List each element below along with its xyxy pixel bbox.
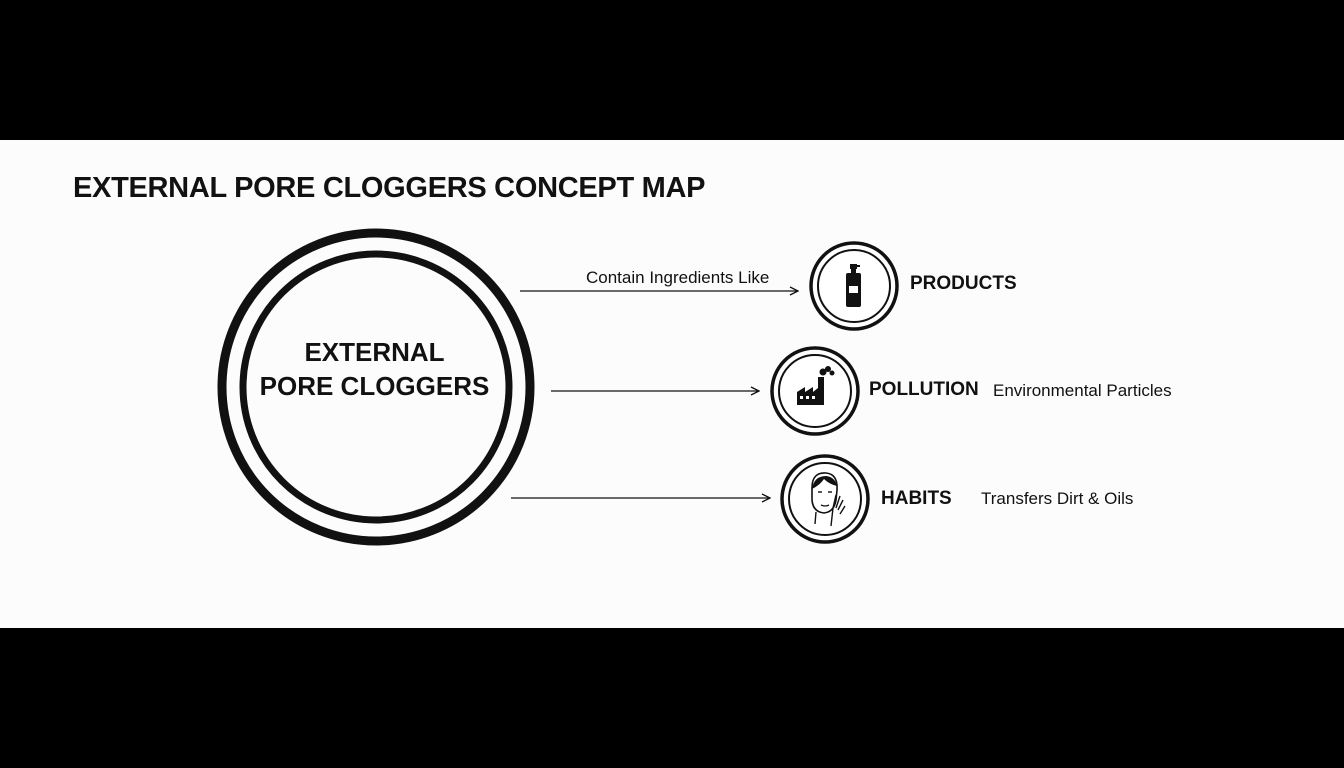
concept-map-diagram — [217, 228, 899, 546]
connector-label-products: Contain Ingredients Like — [586, 268, 770, 287]
pollution-description: Environmental Particles — [993, 381, 1172, 400]
habits-label: HABITS — [881, 488, 952, 509]
center-node-label: EXTERNAL PORE CLOGGERS — [236, 335, 513, 403]
pollution-node — [770, 346, 860, 436]
center-label-line2: PORE CLOGGERS — [259, 371, 490, 401]
pollution-label: POLLUTION — [869, 379, 979, 400]
factory-icon — [797, 366, 835, 405]
face-touch-icon — [811, 472, 846, 527]
products-label: PRODUCTS — [910, 273, 1017, 294]
page-title: EXTERNAL PORE CLOGGERS CONCEPT MAP — [73, 172, 706, 204]
letterbox-bottom — [0, 628, 1344, 768]
habits-description: Transfers Dirt & Oils — [981, 489, 1134, 508]
bottle-icon — [846, 264, 861, 307]
concept-map-canvas: EXTERNAL PORE CLOGGERS CONCEPT MAP — [0, 140, 1344, 628]
habits-node — [780, 454, 870, 544]
letterbox-top — [0, 0, 1344, 140]
products-node — [809, 241, 899, 331]
center-label-line1: EXTERNAL — [304, 337, 445, 367]
center-node — [217, 228, 535, 546]
